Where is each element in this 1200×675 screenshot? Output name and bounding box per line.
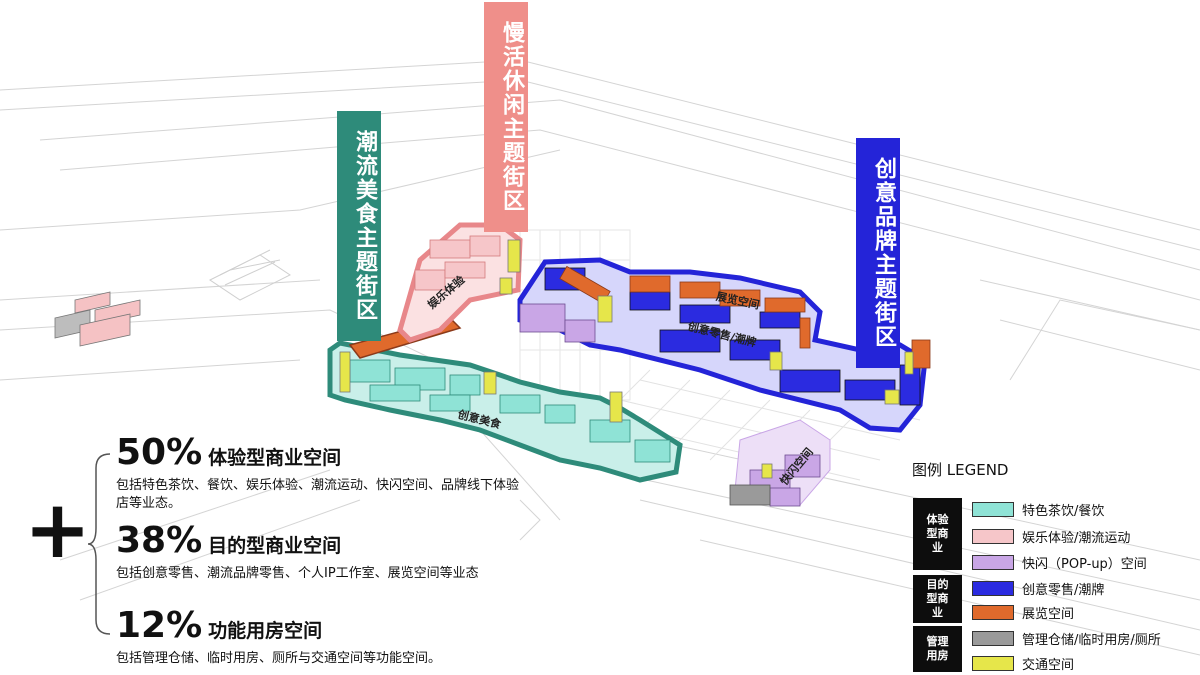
legend-item: 展览空间 [972, 603, 1074, 622]
stat-experience: 50%体验型商业空间 包括特色茶饮、餐饮、娱乐体验、潮流运动、快闪空间、品牌线下… [116, 432, 526, 513]
plus-sign: + [24, 483, 92, 576]
popup-zone [729, 419, 831, 507]
brand-street-banner-text: 创意品牌主题街区 [871, 157, 896, 349]
legend-group-destination: 目的型商业 [913, 575, 962, 623]
stat-functional-title: 功能用房空间 [208, 620, 323, 642]
legend-swatch [972, 631, 1014, 646]
brand-street-zone [517, 257, 931, 433]
legend-label: 管理仓储/临时用房/厕所 [1022, 633, 1161, 648]
left-pink-cluster [54, 291, 141, 347]
legend-label: 展览空间 [1022, 607, 1075, 622]
leisure-street-zone [397, 222, 523, 343]
food-street-banner-text: 潮流美食主题街区 [352, 130, 377, 322]
legend-swatch [972, 502, 1014, 517]
stats-bracket [88, 453, 111, 635]
legend-title: 图例 LEGEND [912, 461, 1009, 479]
legend-swatch [972, 605, 1014, 620]
legend-swatch [972, 656, 1014, 671]
legend-label: 交通空间 [1022, 658, 1075, 673]
context-linework [0, 59, 1200, 656]
food-street-zone [327, 340, 683, 483]
legend-group-experience-label: 体验型商业 [926, 513, 949, 554]
legend-item: 交通空间 [972, 654, 1074, 673]
stat-functional: 12%功能用房空间 包括管理仓储、临时用房、厕所与交通空间等功能空间。 [116, 605, 526, 668]
legend-label: 特色茶饮/餐饮 [1022, 504, 1105, 519]
legend-group-management: 管理用房 [913, 626, 962, 672]
left-grid-block [209, 249, 291, 301]
stat-destination-desc: 包括创意零售、潮流品牌零售、个人IP工作室、展览空间等业态 [116, 566, 479, 581]
legend-item: 快闪（POP-up）空间 [972, 553, 1147, 572]
stat-destination: 38%目的型商业空间 包括创意零售、潮流品牌零售、个人IP工作室、展览空间等业态 [116, 520, 526, 583]
stat-experience-percent: 50% [116, 432, 203, 473]
legend-item: 娱乐体验/潮流运动 [972, 527, 1130, 546]
food-street-banner: 潮流美食主题街区 [337, 111, 381, 341]
leisure-street-banner-text: 慢活休闲主题街区 [499, 21, 524, 213]
stat-destination-percent: 38% [116, 520, 203, 561]
legend-swatch [972, 581, 1014, 596]
leisure-street-banner: 慢活休闲主题街区 [484, 2, 528, 232]
stat-experience-desc: 包括特色茶饮、餐饮、娱乐体验、潮流运动、快闪空间、品牌线下体验店等业态。 [116, 478, 520, 511]
legend-swatch [972, 529, 1014, 544]
legend-swatch [972, 555, 1014, 570]
stat-experience-title: 体验型商业空间 [208, 447, 342, 469]
legend-item: 管理仓储/临时用房/厕所 [972, 629, 1161, 648]
legend-item: 创意零售/潮牌 [972, 579, 1104, 598]
brand-street-banner: 创意品牌主题街区 [856, 138, 900, 368]
stat-destination-title: 目的型商业空间 [208, 535, 342, 557]
legend-label: 娱乐体验/潮流运动 [1022, 531, 1131, 546]
legend-label: 创意零售/潮牌 [1022, 583, 1105, 598]
legend-item: 特色茶饮/餐饮 [972, 500, 1104, 519]
legend-group-experience: 体验型商业 [913, 498, 962, 570]
legend-group-destination-label: 目的型商业 [926, 578, 949, 619]
stat-functional-percent: 12% [116, 605, 203, 646]
legend-label: 快闪（POP-up）空间 [1022, 557, 1147, 572]
legend-group-management-label: 管理用房 [926, 635, 949, 662]
stat-functional-desc: 包括管理仓储、临时用房、厕所与交通空间等功能空间。 [116, 651, 442, 666]
